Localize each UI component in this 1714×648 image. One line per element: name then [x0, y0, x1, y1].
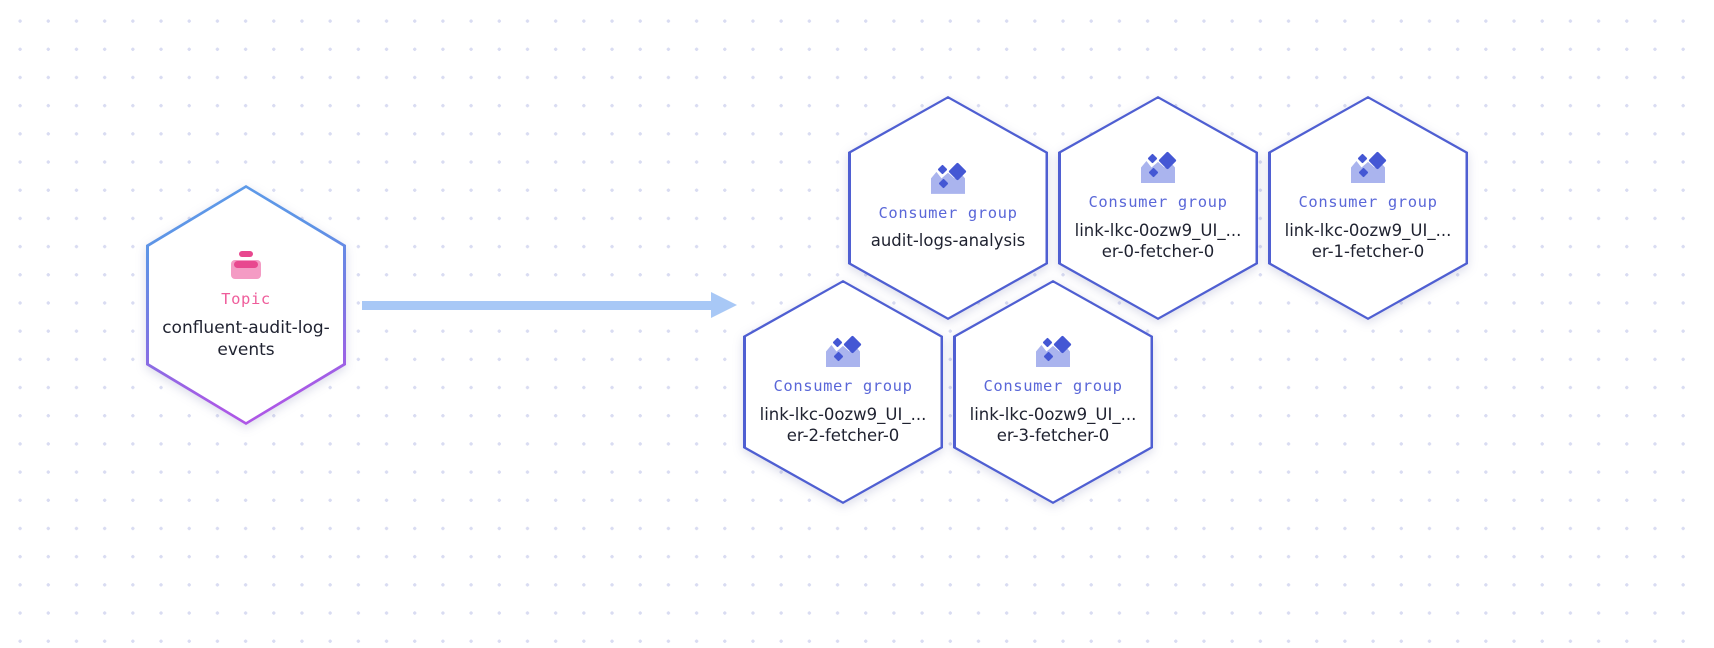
consumer-group-kind-label: Consumer group [1088, 192, 1228, 211]
consumer-group-node-0[interactable]: Consumer group audit-logs-analysis [848, 96, 1048, 320]
consumer-group-icon [826, 335, 862, 367]
right-gutter [1706, 0, 1714, 648]
topic-stack-icon [228, 248, 264, 280]
consumer-group-icon [1036, 335, 1072, 367]
consumer-group-kind-label: Consumer group [773, 376, 913, 395]
consumer-group-hexagon: Consumer group audit-logs-analysis [848, 96, 1048, 320]
consumer-group-name: link-lkc-0ozw9_UI_...er-0-fetcher-0 [1074, 220, 1242, 262]
consumer-group-hexagon-fill [850, 98, 1046, 318]
consumer-group-name: link-lkc-0ozw9_UI_...er-1-fetcher-0 [1284, 220, 1452, 262]
consumer-group-kind-label: Consumer group [878, 203, 1018, 222]
consumer-group-node-content: Consumer group link-lkc-0ozw9_UI_...er-1… [1268, 96, 1468, 320]
topic-node[interactable]: Topic confluent-audit-log-events [146, 185, 346, 425]
consumer-group-node-content: Consumer group audit-logs-analysis [848, 96, 1048, 320]
consumer-group-kind-label: Consumer group [983, 376, 1123, 395]
left-gutter [0, 0, 8, 648]
consumer-group-hexagon: Consumer group link-lkc-0ozw9_UI_...er-3… [953, 280, 1153, 504]
consumer-group-name: link-lkc-0ozw9_UI_...er-2-fetcher-0 [759, 404, 927, 446]
consumer-group-node-2[interactable]: Consumer group link-lkc-0ozw9_UI_...er-1… [1268, 96, 1468, 320]
consumer-group-icon [931, 162, 967, 194]
topic-node-content: Topic confluent-audit-log-events [146, 185, 346, 425]
consumer-group-hexagon-fill [955, 282, 1151, 502]
consumer-group-hexagon: Consumer group link-lkc-0ozw9_UI_...er-1… [1268, 96, 1468, 320]
consumer-group-hexagon: Consumer group link-lkc-0ozw9_UI_...er-2… [743, 280, 943, 504]
consumer-group-name: audit-logs-analysis [870, 231, 1026, 251]
consumer-group-hexagon-fill [1270, 98, 1466, 318]
topic-hexagon: Topic confluent-audit-log-events [146, 185, 346, 425]
topic-kind-label: Topic [221, 290, 271, 309]
flow-arrow-shaft [362, 301, 714, 310]
consumer-group-node-1[interactable]: Consumer group link-lkc-0ozw9_UI_...er-0… [1058, 96, 1258, 320]
flow-arrow [362, 292, 737, 318]
consumer-group-node-content: Consumer group link-lkc-0ozw9_UI_...er-2… [743, 280, 943, 504]
consumer-group-icon [1141, 151, 1177, 183]
topic-name: confluent-audit-log-events [162, 317, 330, 361]
consumer-group-kind-label: Consumer group [1298, 192, 1438, 211]
consumer-group-name: link-lkc-0ozw9_UI_...er-3-fetcher-0 [969, 404, 1137, 446]
flow-arrow-head-icon [711, 292, 737, 318]
consumer-group-node-4[interactable]: Consumer group link-lkc-0ozw9_UI_...er-3… [953, 280, 1153, 504]
consumer-group-node-content: Consumer group link-lkc-0ozw9_UI_...er-3… [953, 280, 1153, 504]
consumer-group-hexagon-fill [1060, 98, 1256, 318]
consumer-group-hexagon-fill [745, 282, 941, 502]
consumer-group-icon [1351, 151, 1387, 183]
consumer-group-node-3[interactable]: Consumer group link-lkc-0ozw9_UI_...er-2… [743, 280, 943, 504]
consumer-group-node-content: Consumer group link-lkc-0ozw9_UI_...er-0… [1058, 96, 1258, 320]
consumer-group-hexagon: Consumer group link-lkc-0ozw9_UI_...er-0… [1058, 96, 1258, 320]
